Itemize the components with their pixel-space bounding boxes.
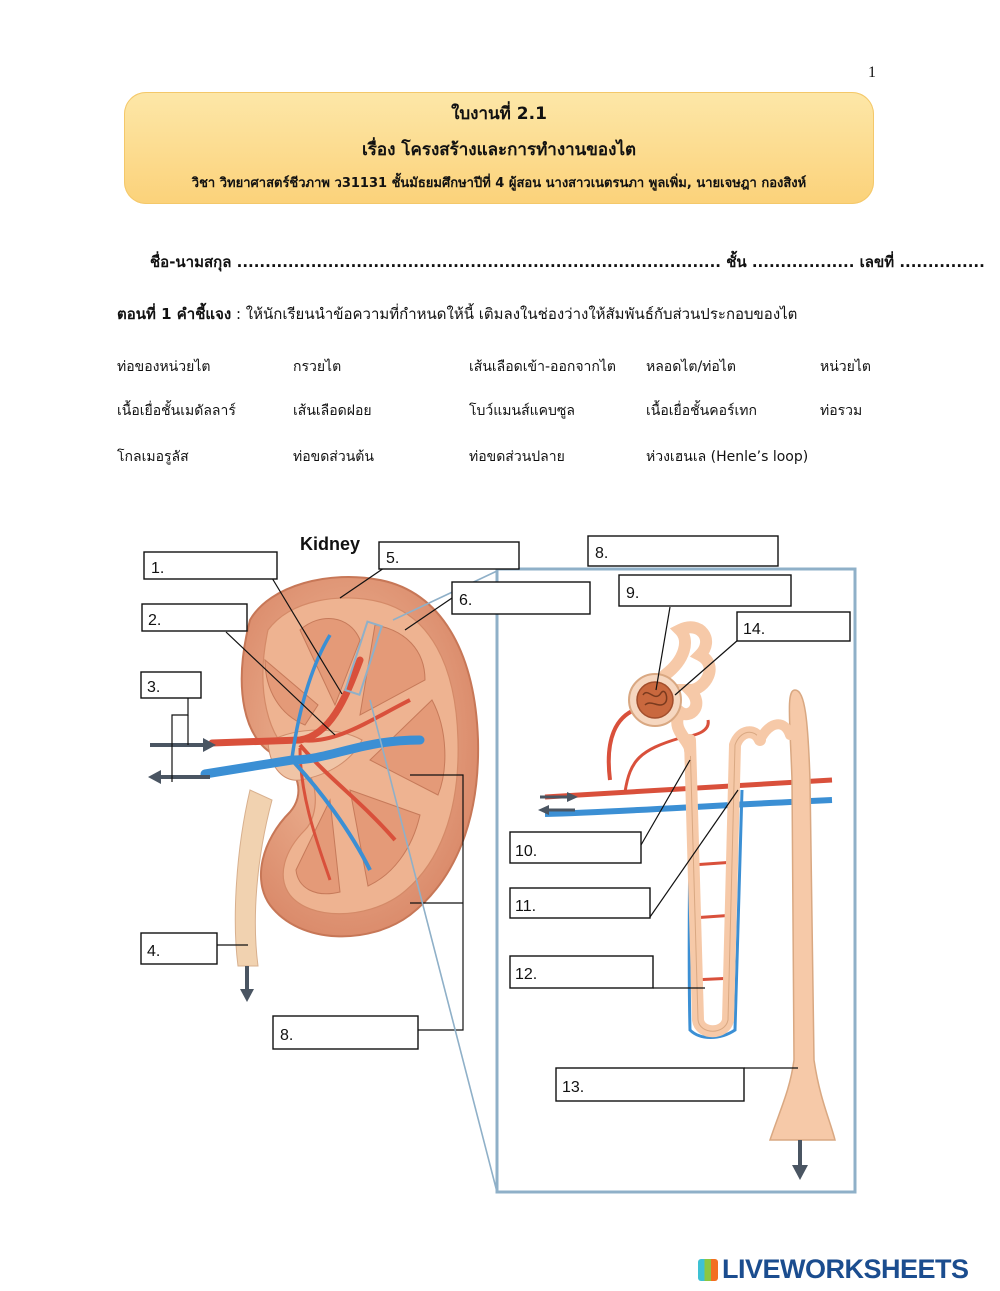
answer-box-label: 12.: [515, 966, 537, 983]
word-bank-item[interactable]: เส้นเลือดเข้า-ออกจากไต: [469, 359, 616, 375]
liveworksheets-logo: LIVEWORKSHEETS: [698, 1254, 969, 1285]
answer-box-label: 8.: [280, 1027, 293, 1044]
answer-box-label: 8.: [595, 545, 608, 562]
answer-box-11[interactable]: 11.: [509, 887, 651, 919]
answer-box-6[interactable]: 6.: [451, 581, 591, 615]
worksheet-number: ใบงานที่ 2.1: [451, 104, 547, 124]
word-bank-item[interactable]: ห่วงเฮนเล (Henle’s loop): [646, 449, 809, 465]
diagram-title: Kidney: [300, 534, 360, 554]
answer-box-label: 5.: [386, 550, 399, 567]
kidney-leader-lines: [171, 567, 464, 1031]
word-bank-item[interactable]: ท่อขดส่วนปลาย: [469, 449, 565, 465]
worksheet-header: ใบงานที่ 2.1 เรื่อง โครงสร้างและการทำงาน…: [124, 92, 874, 204]
answer-box-1[interactable]: 1.: [143, 551, 278, 580]
answer-box-5[interactable]: 5.: [378, 541, 520, 570]
worksheet-topic: เรื่อง โครงสร้างและการทำงานของไต: [361, 140, 637, 160]
course-info: วิชา วิทยาศาสตร์ชีวภาพ ว31131 ชั้นมัธยมศ…: [191, 176, 807, 191]
word-bank-item[interactable]: เนื้อเยื่อชั้นเมดัลลาร์: [117, 403, 236, 419]
answer-box-12[interactable]: 12.: [509, 955, 654, 989]
word-bank-item[interactable]: ท่อรวม: [820, 403, 863, 419]
logo-icon: [698, 1259, 718, 1281]
nephron-leader-lines: [640, 606, 798, 1069]
watermark-text: LIVEWORKSHEETS: [722, 1254, 969, 1284]
answer-box-10[interactable]: 10.: [509, 831, 642, 864]
word-bank-item[interactable]: ท่อของหน่วยไต: [117, 359, 211, 375]
word-bank-item[interactable]: ท่อขดส่วนต้น: [293, 449, 374, 465]
answer-box-9[interactable]: 9.: [618, 574, 792, 607]
answer-box-label: 1.: [151, 560, 164, 577]
answer-box-label: 13.: [562, 1079, 584, 1096]
answer-box-label: 2.: [148, 612, 161, 629]
answer-box-13[interactable]: 13.: [555, 1067, 745, 1102]
answer-box-label: 4.: [147, 943, 160, 960]
word-bank-item[interactable]: โบว์แมนส์แคบซูล: [469, 403, 575, 419]
instructions-text: : ให้นักเรียนนำข้อความที่กำหนดให้นี้ เติ…: [231, 305, 798, 323]
answer-box-3[interactable]: 3.: [140, 671, 202, 699]
answer-box-label: 14.: [743, 621, 765, 638]
answer-box-label: 11.: [515, 898, 536, 915]
answer-box-label: 6.: [459, 592, 472, 609]
answer-box-8-bottom[interactable]: 8.: [272, 1015, 419, 1050]
instructions-label: ตอนที่ 1 คำชี้แจง: [117, 305, 232, 323]
word-bank-item[interactable]: เนื้อเยื่อชั้นคอร์เทก: [646, 403, 758, 419]
answer-box-label: 9.: [626, 585, 639, 602]
answer-box-label: 3.: [147, 679, 160, 696]
answer-box-8-top[interactable]: 8.: [587, 535, 779, 567]
word-bank-item[interactable]: หลอดไต/ท่อไต: [646, 359, 736, 375]
word-bank-item[interactable]: โกลเมอรูลัส: [117, 449, 189, 465]
kidney-diagram: Kidney 1. 2. 3. 4. 5. 6. 8. 8. 9. 14. 10…: [140, 534, 857, 1194]
answer-box-14[interactable]: 14.: [736, 611, 851, 642]
instructions: ตอนที่ 1 คำชี้แจง : ให้นักเรียนนำข้อความ…: [117, 302, 797, 326]
word-bank-item[interactable]: หน่วยไต: [820, 359, 871, 375]
page-number: 1: [868, 64, 876, 81]
student-info-line: ชื่อ-นามสกุล ...........................…: [150, 253, 985, 271]
answer-box-label: 10.: [515, 843, 537, 860]
answer-box-2[interactable]: 2.: [141, 603, 248, 632]
kidney-illustration: [148, 576, 480, 1002]
answer-box-4[interactable]: 4.: [140, 932, 218, 965]
word-bank-item[interactable]: กรวยไต: [293, 359, 342, 375]
word-bank-item[interactable]: เส้นเลือดฝอย: [293, 403, 372, 419]
